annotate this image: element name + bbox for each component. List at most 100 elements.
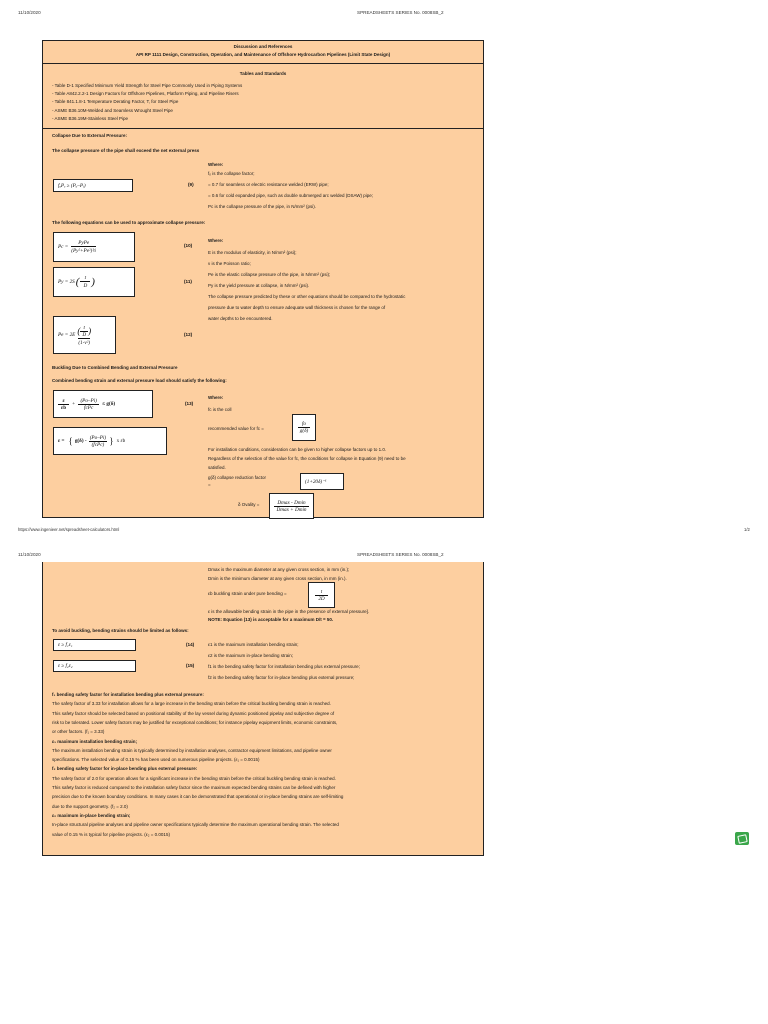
avoid-heading: To avoid buckling, bending strains shoul… xyxy=(52,628,189,633)
eq13b-mid: g(δ) - xyxy=(74,438,87,444)
page1-panel: Discussion and References API RP 1111 De… xyxy=(42,40,484,519)
table-reference-item: - ASME B36.19M-Stainless Steel Pipe xyxy=(52,115,129,121)
paragraph-line: This safety factor should be selected ba… xyxy=(52,710,335,716)
paragraph-line: The safety factor of 2.0 for operation a… xyxy=(52,775,336,781)
eq12-inner-den: D xyxy=(80,330,89,338)
approx-where-item: water depths to be encountered. xyxy=(208,316,273,321)
paragraph-line: precision due to the known boundary cond… xyxy=(52,794,344,800)
paragraph-line: specifications. The selected value of 0.… xyxy=(52,757,260,763)
collapse-where-item: = 0.6 for cold expanded pipe, such as do… xyxy=(208,193,374,198)
eq11-left: Py = 2S xyxy=(58,279,75,285)
eb-label: εb buckling strain under pure bending = xyxy=(208,591,287,596)
paragraph-line: In-place structural pipeline analyses an… xyxy=(52,822,339,828)
eps-line: ε is the allowable bending strain in the… xyxy=(208,609,370,614)
gdelta-label: g(δ) collapse reduction factor xyxy=(208,475,267,480)
paren-open-icon: ( xyxy=(77,326,81,336)
recommended-fraction: fo g(δ) xyxy=(292,414,316,441)
strain-definition-line: f1 is the bending safety factor for inst… xyxy=(208,664,360,669)
approx-where-item: The collapse pressure predicted by these… xyxy=(208,294,406,299)
gdelta-formula: (1+20δ)⁻¹ xyxy=(300,473,344,490)
fc-line: fc is the coll xyxy=(208,407,232,412)
buckling-text-line: Regardless of the selection of the value… xyxy=(208,456,406,461)
equation-15-number: (15) xyxy=(186,663,195,668)
table-reference-item: - Table D-1 Specified Minimum Yield Stre… xyxy=(52,83,243,88)
eq13-rhs: ≤ g(δ) xyxy=(102,401,116,407)
strain-definition-line: ε1 is the maximum installation bending s… xyxy=(208,642,299,647)
table-reference-item: - Table A842.2.2-1 Design Factors for Of… xyxy=(52,91,239,97)
collapse-heading: Collapse Due to External Pressure: xyxy=(52,133,128,138)
eq10-left: Pc = xyxy=(58,244,69,250)
eq13-epsb: εb xyxy=(58,403,70,411)
eb-fraction: t 2D xyxy=(308,582,335,608)
section-title: Discussion and References xyxy=(233,44,293,49)
eq11-numerator: t xyxy=(84,275,87,281)
approx-where-item: Pe is the elastic collapse pressure of t… xyxy=(208,272,331,277)
rec-num: fo xyxy=(301,421,307,427)
approx-where: Where: xyxy=(208,238,224,243)
paragraph-line: risk to be tolerated. Lower safety facto… xyxy=(52,719,338,725)
buckling-text-line: satisfied. xyxy=(208,465,226,470)
equation-13b: ε = { g(δ) - (Po–Pi) (fcPc) } x εb xyxy=(53,427,167,455)
brace-open-icon: { xyxy=(68,436,73,446)
buckling-heading: Buckling Due to Combined Bending and Ext… xyxy=(52,365,178,370)
page1-footer-url[interactable]: https://www.ingenieer.net/spreadsheet-ca… xyxy=(18,527,120,532)
paren-close-icon: ) xyxy=(91,276,95,288)
equation-9-number: (9) xyxy=(188,182,194,187)
paren-open-icon: ( xyxy=(75,276,80,288)
page1-doc-title: SPREADSHEETS SERIES No. 0008SB_2 xyxy=(357,10,444,15)
ovality-fraction: Dmax - Dmin Dmax + Dmin xyxy=(269,493,314,519)
collapse-where-item: fₒ is the collapse factor; xyxy=(208,171,255,176)
brace-close-icon: } xyxy=(109,436,114,446)
ovality-label: δ Ovality = xyxy=(238,502,260,507)
equation-14-number: (14) xyxy=(186,642,195,647)
gdelta-equals: = xyxy=(208,482,211,487)
strain-definition-line: f2 is the bending safety factor for in-p… xyxy=(208,675,355,680)
paragraph-heading: f₂ bending safety factor for in-place be… xyxy=(52,766,198,772)
page1-date: 11/10/2020 xyxy=(18,10,41,15)
table-reference-item: - ASME B36.10M-Welded and Seamless Wroug… xyxy=(52,107,173,113)
eq12-inner: t D xyxy=(80,325,89,338)
ovality-num: Dmax - Dmin xyxy=(277,499,306,506)
collapse-where-item: = 0.7 for seamless or electric resistanc… xyxy=(208,182,329,187)
eq13b-rhs: x εb xyxy=(116,438,126,444)
eq12-fraction: ( t D ) (1-ν²) xyxy=(77,325,91,346)
page1-footer-page: 1/2 xyxy=(744,527,750,532)
approx-where-item: ν is the Poisson ratio; xyxy=(208,261,251,266)
eq12-denominator: (1-ν²) xyxy=(78,337,91,346)
equation-15: ε ≥ f₂ε₂ xyxy=(53,660,136,672)
approx-where-item: E is the modulus of elasticity, in N/mm²… xyxy=(208,250,297,255)
eq13-eps: ε xyxy=(62,397,65,404)
paragraph-heading: ε₂ maximum in-place bending strain; xyxy=(52,812,131,818)
recommended-label: recommended value for fc = xyxy=(208,426,264,431)
eq13b-den: (fcPc) xyxy=(88,440,108,448)
equation-9: fₒPₑ ≥ (Pₒ–Pᵢ) xyxy=(53,179,133,192)
eb-num: t xyxy=(320,588,323,595)
eq10-fraction: PyPe (Py²+Pe²)½ xyxy=(71,240,97,254)
buckling-where: Where: xyxy=(208,395,224,400)
eq10-numerator: PyPe xyxy=(78,240,90,246)
eq11-fraction: t D xyxy=(80,275,91,289)
equation-13-number: (13) xyxy=(185,401,194,406)
green-edit-icon[interactable] xyxy=(735,832,749,845)
eq13b-lhs: ε = xyxy=(58,438,65,444)
approx-where-item: Py is the yield pressure at collapse, in… xyxy=(208,283,310,288)
collapse-where: Where: xyxy=(208,162,224,167)
note-line: NOTE: Equation (13) is acceptable for a … xyxy=(208,617,334,622)
paragraph-heading: ε₁ maximum installation bending strain; xyxy=(52,738,138,744)
dmax-line: Dmax is the maximum diameter at any give… xyxy=(208,567,350,572)
equation-11: Py = 2S ( t D ) xyxy=(53,267,135,297)
eq13-plus: + xyxy=(72,401,76,407)
equation-10-number: (10) xyxy=(184,243,193,248)
eq11-denominator: D xyxy=(80,281,91,289)
rec-den: g(δ) xyxy=(297,427,311,434)
ovality-den: Dmax + Dmin xyxy=(274,505,309,513)
eq10-denominator: (Py²+Pe²)½ xyxy=(71,246,97,254)
buckling-subheading: Combined bending strain and external pre… xyxy=(52,378,227,383)
page2-panel: Dmax is the maximum diameter at any give… xyxy=(42,562,484,856)
eq13-frac1: ε εb xyxy=(58,397,70,411)
paragraph-line: The safety factor of 3.33 for installati… xyxy=(52,701,331,707)
strain-definition-line: ε2 is the maximum in-place bending strai… xyxy=(208,653,294,658)
paragraph-line: The maximum installation bending strain … xyxy=(52,747,332,753)
equation-10: Pc = PyPe (Py²+Pe²)½ xyxy=(53,232,135,262)
eq12-upper: ( t D ) xyxy=(77,325,91,338)
